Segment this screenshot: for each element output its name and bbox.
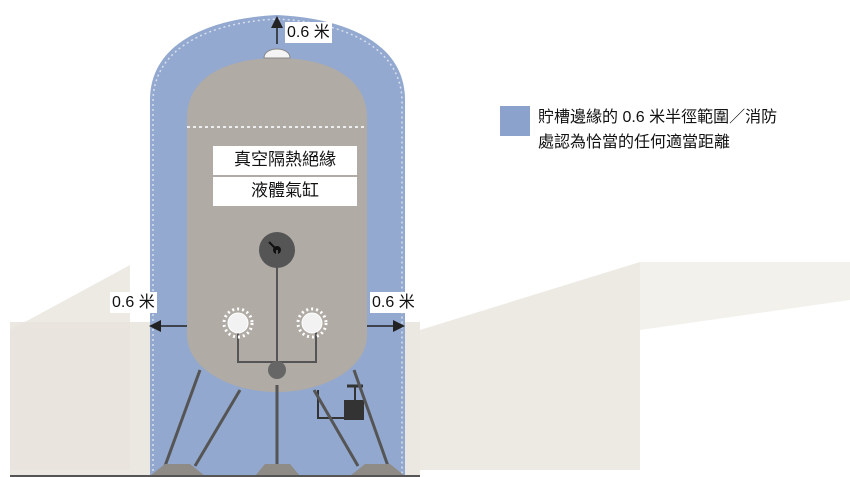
right-clearance-label: 0.6 米 xyxy=(370,292,417,314)
tank-feet xyxy=(150,464,405,476)
cylinder-tank xyxy=(187,58,367,392)
legend-line1: 貯槽邊緣的 0.6 米半徑範圍／消防 xyxy=(538,109,778,126)
top-clearance-label: 0.6 米 xyxy=(285,22,332,44)
tank-name-line2: 液體氣缸 xyxy=(213,177,357,206)
legend-swatch xyxy=(500,106,530,136)
vaporizer-right-icon xyxy=(296,307,328,339)
legend-text: 貯槽邊緣的 0.6 米半徑範圍／消防 處認為恰當的任何適當距離 xyxy=(538,106,850,156)
top-valve xyxy=(263,48,291,59)
tank-legs xyxy=(163,369,390,467)
left-clearance-label: 0.6 米 xyxy=(110,292,157,314)
tank-name-line1: 真空隔熱絕緣 xyxy=(213,146,357,175)
pipe-junction xyxy=(268,361,286,379)
legend-line2: 處認為恰當的任何適當距離 xyxy=(538,133,731,151)
vaporizer-left-icon xyxy=(222,307,254,339)
pressure-gauge-needle xyxy=(268,241,278,251)
clearance-zone-inner-outline xyxy=(152,18,403,476)
